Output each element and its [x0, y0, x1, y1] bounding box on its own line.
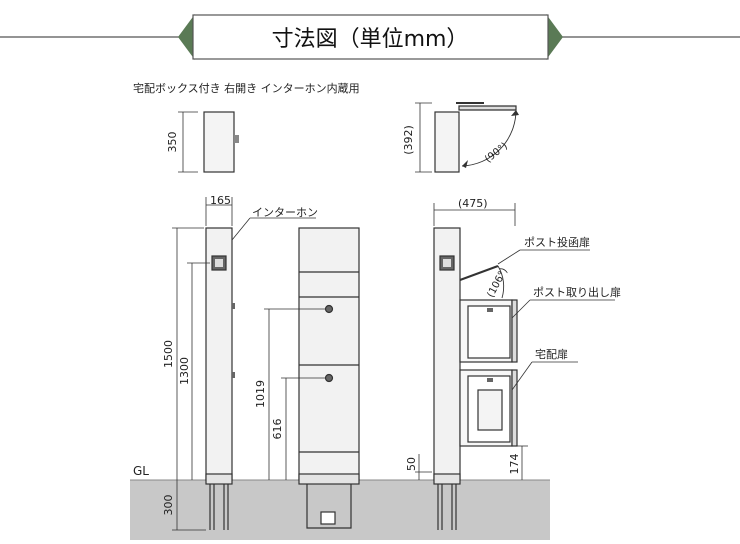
intercom-label: インターホン — [252, 206, 318, 219]
dim-box-open-height: (392) — [402, 125, 415, 155]
dim-lower-lock-height: 616 — [271, 419, 284, 440]
header-ribbon — [0, 14, 740, 60]
gl-label: GL — [133, 464, 149, 478]
dim-box-bottom-height: 174 — [508, 454, 521, 475]
post-takeout-door-label: ポスト取り出し扉 — [533, 285, 621, 299]
dim-post-angle: (106°) — [485, 266, 510, 299]
page-title: 寸法図（単位mm） — [272, 27, 469, 52]
open-doors-elevation — [415, 203, 615, 530]
dim-box-open-angle: (90°) — [483, 141, 510, 165]
dim-total-height: 1500 — [162, 340, 175, 368]
box-open-view — [415, 102, 519, 173]
box-side-view — [178, 111, 239, 173]
front-elevation — [264, 227, 360, 529]
dim-plinth-height: 50 — [405, 457, 418, 471]
delivery-box-door-label: 宅配扉 — [535, 347, 568, 361]
diagram-caption: 宅配ボックス付き 右開き インターホン内蔵用 — [133, 81, 360, 95]
dim-embed-depth: 300 — [162, 495, 175, 516]
ground-area — [130, 480, 550, 540]
dim-depth-open: (475) — [458, 197, 488, 210]
dim-box-height: 350 — [166, 132, 179, 153]
post-slot-door-label: ポスト投函扉 — [524, 235, 590, 249]
dim-upper-lock-height: 1019 — [254, 380, 267, 408]
dim-intercom-height: 1300 — [178, 357, 191, 385]
side-elevation — [172, 197, 316, 531]
dim-width: 165 — [210, 194, 231, 207]
